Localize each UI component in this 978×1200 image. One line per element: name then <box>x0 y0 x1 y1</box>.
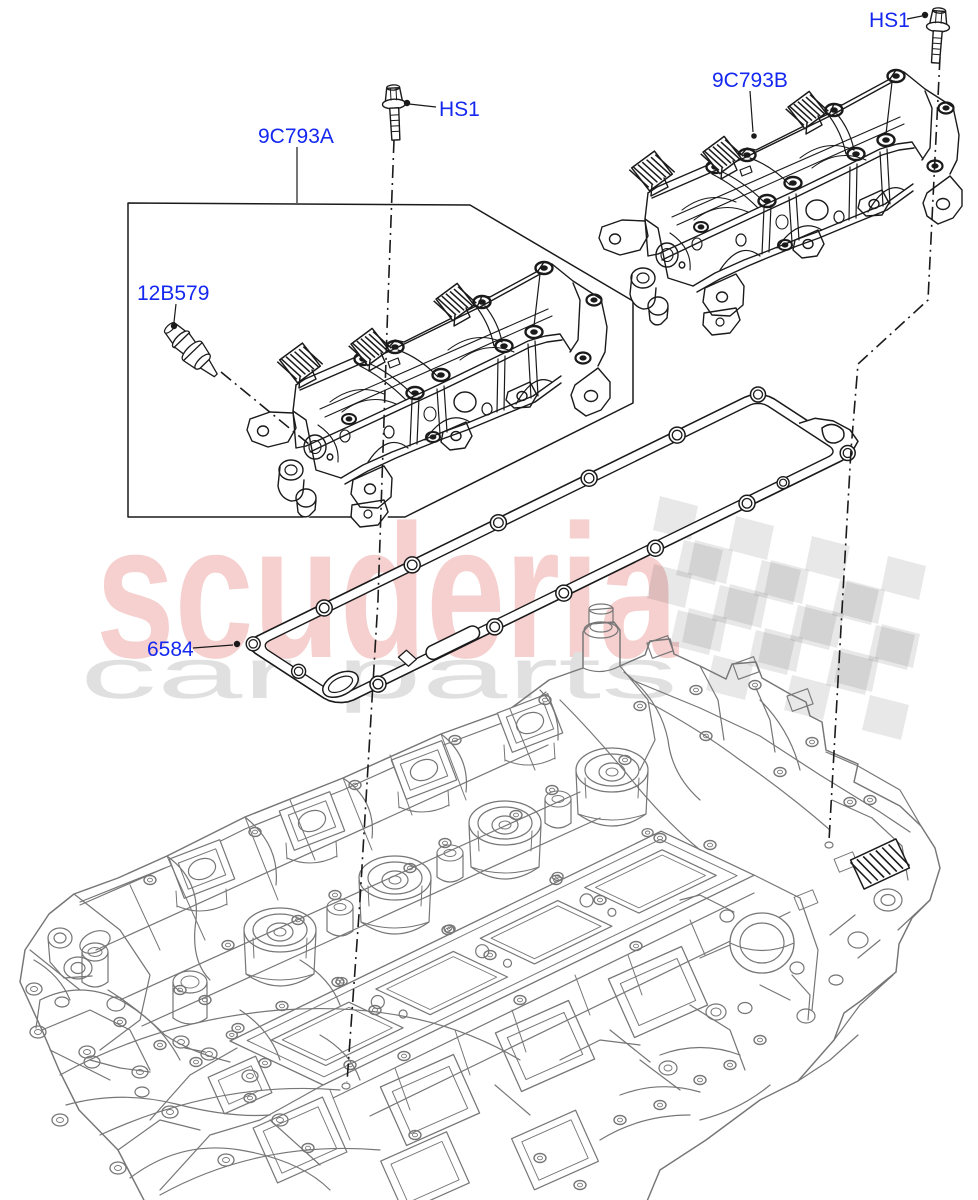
svg-text:HS1: HS1 <box>439 98 480 121</box>
svg-text:9C793B: 9C793B <box>712 69 788 92</box>
svg-text:12B579: 12B579 <box>137 282 209 305</box>
svg-text:9C793A: 9C793A <box>258 125 334 148</box>
svg-text:6584: 6584 <box>147 638 194 661</box>
svg-text:HS1: HS1 <box>869 9 910 32</box>
svg-text:scuderia: scuderia <box>96 486 679 698</box>
svg-text:car parts: car parts <box>80 635 678 714</box>
